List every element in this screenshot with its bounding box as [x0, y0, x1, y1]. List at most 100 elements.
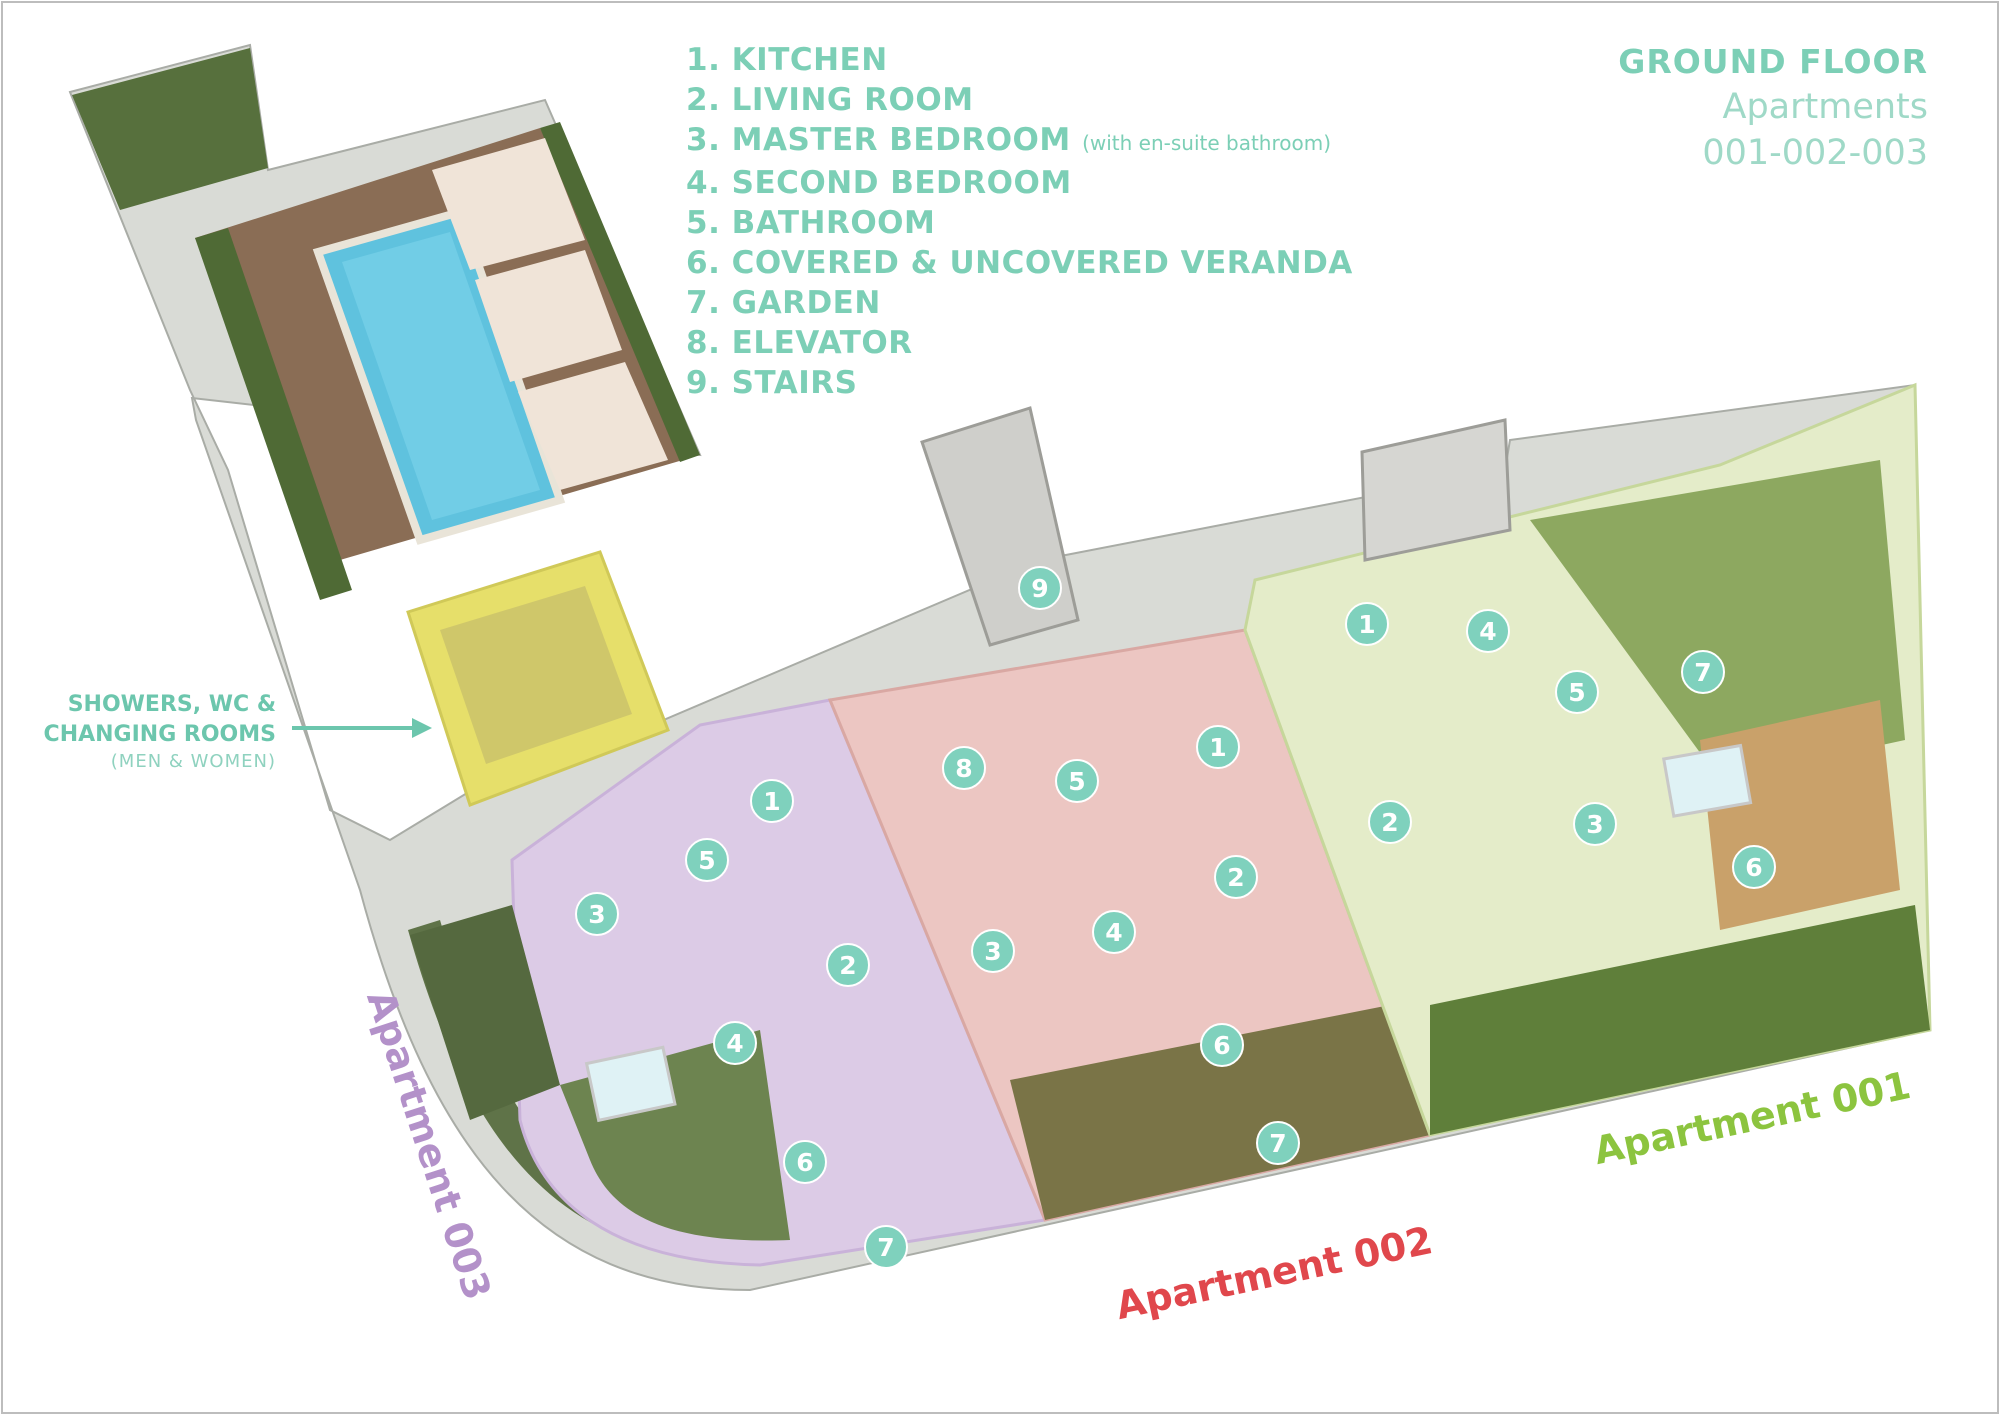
- legend-item-veranda: 6. COVERED & UNCOVERED VERANDA: [686, 243, 1406, 283]
- umbrella-3: [518, 362, 668, 490]
- room-marker-number: 2: [1227, 863, 1244, 892]
- amenity-note: (MEN & WOMEN): [110, 751, 276, 772]
- legend-text: 2. LIVING ROOM: [686, 82, 974, 118]
- room-marker-circle: [575, 892, 619, 936]
- room-marker: 2: [1214, 855, 1258, 899]
- room-marker: 4: [713, 1021, 757, 1065]
- room-marker-circle: [1732, 845, 1776, 889]
- apartment-001-side-garden: [1530, 460, 1905, 780]
- terrace-hedge-left: [195, 228, 352, 600]
- apartment-003-hot-tub: [584, 1045, 677, 1123]
- room-marker-circle: [1256, 1121, 1300, 1165]
- room-marker-number: 5: [1068, 767, 1085, 796]
- legend-text: 5. BATHROOM: [686, 205, 936, 241]
- room-marker-circle: [826, 943, 870, 987]
- room-marker-number: 1: [1358, 610, 1375, 639]
- room-marker-number: 6: [1745, 853, 1762, 882]
- legend-item-elevator: 8. ELEVATOR: [686, 323, 1406, 363]
- room-marker-circle: [1018, 566, 1062, 610]
- room-marker: 1: [1196, 725, 1240, 769]
- legend-item-second-bedroom: 4. SECOND BEDROOM: [686, 163, 1406, 203]
- room-marker-circle: [713, 1021, 757, 1065]
- legend-text: 3. MASTER BEDROOM: [686, 122, 1071, 158]
- amenity-inner: [440, 586, 632, 764]
- room-marker-number: 7: [877, 1233, 894, 1262]
- floor-title-block: GROUND FLOOR Apartments 001-002-003: [1618, 40, 1928, 176]
- room-marker-number: 5: [1568, 678, 1585, 707]
- room-marker: 4: [1092, 910, 1136, 954]
- room-marker: 6: [783, 1140, 827, 1184]
- room-marker-circle: [864, 1225, 908, 1269]
- room-marker-number: 1: [1209, 733, 1226, 762]
- legend-item-stairs: 9. STAIRS: [686, 363, 1406, 403]
- legend-item-kitchen: 1. KITCHEN: [686, 40, 1406, 80]
- apartment-001-garden: [1430, 905, 1930, 1135]
- room-marker-number: 6: [1213, 1031, 1230, 1060]
- room-marker: 6: [1200, 1023, 1244, 1067]
- room-marker-number: 5: [698, 846, 715, 875]
- room-marker-number: 4: [1479, 617, 1496, 646]
- room-marker-circle: [1055, 759, 1099, 803]
- room-marker: 7: [864, 1225, 908, 1269]
- room-marker-number: 3: [588, 900, 605, 929]
- room-marker-circle: [750, 779, 794, 823]
- room-marker-circle: [1466, 609, 1510, 653]
- room-marker-number: 4: [726, 1029, 743, 1058]
- amenity-line-1: SHOWERS, WC &: [67, 692, 276, 717]
- room-marker-circle: [1681, 650, 1725, 694]
- room-marker: 4: [1466, 609, 1510, 653]
- room-marker: 2: [1368, 800, 1412, 844]
- room-marker-number: 7: [1694, 658, 1711, 687]
- room-marker-circle: [1214, 855, 1258, 899]
- apartment-002-garden: [1010, 1005, 1430, 1220]
- legend-text: 1. KITCHEN: [686, 42, 888, 78]
- room-marker: 8: [942, 746, 986, 790]
- room-marker-circle: [1368, 800, 1412, 844]
- legend-item-bathroom: 5. BATHROOM: [686, 203, 1406, 243]
- terrace-hedge-right: [540, 122, 700, 462]
- room-marker-circle: [783, 1140, 827, 1184]
- room-marker-number: 1: [763, 787, 780, 816]
- room-legend: 1. KITCHEN 2. LIVING ROOM 3. MASTER BEDR…: [686, 40, 1406, 403]
- room-marker: 3: [575, 892, 619, 936]
- room-marker: 7: [1256, 1121, 1300, 1165]
- room-marker-circle: [971, 929, 1015, 973]
- legend-item-master-bedroom: 3. MASTER BEDROOM (with en-suite bathroo…: [686, 120, 1406, 163]
- room-marker-number: 8: [955, 754, 972, 783]
- apartment-003-hedge: [410, 905, 560, 1120]
- room-marker-circle: [1573, 802, 1617, 846]
- room-marker: 9: [1018, 566, 1062, 610]
- room-marker: 3: [971, 929, 1015, 973]
- room-marker-number: 9: [1031, 574, 1048, 603]
- room-marker-number: 2: [1381, 808, 1398, 837]
- room-marker-number: 6: [796, 1148, 813, 1177]
- elevator-core: [1360, 418, 1512, 562]
- apartment-001-deck: [1700, 700, 1900, 930]
- legend-text: 8. ELEVATOR: [686, 325, 913, 361]
- room-marker-number: 7: [1269, 1129, 1286, 1158]
- legend-item-living-room: 2. LIVING ROOM: [686, 80, 1406, 120]
- legend-note: (with en-suite bathroom): [1082, 131, 1332, 155]
- amenity-arrow-head: [412, 718, 432, 738]
- room-marker-number: 2: [839, 951, 856, 980]
- room-marker-number: 3: [1586, 810, 1603, 839]
- room-marker-number: 4: [1105, 918, 1122, 947]
- room-marker-circle: [1196, 725, 1240, 769]
- umbrella-1: [432, 138, 585, 270]
- legend-text: 9. STAIRS: [686, 365, 858, 401]
- legend-text: 4. SECOND BEDROOM: [686, 165, 1072, 201]
- room-marker: 1: [750, 779, 794, 823]
- apartment-001-hot-tub: [1661, 743, 1753, 818]
- umbrella-2: [475, 250, 622, 382]
- room-marker: 2: [826, 943, 870, 987]
- floor-title: GROUND FLOOR: [1618, 42, 1928, 81]
- amenity-line-2: CHANGING ROOMS: [43, 722, 276, 747]
- room-marker-circle: [1555, 670, 1599, 714]
- room-marker-circle: [942, 746, 986, 790]
- room-marker: 5: [1055, 759, 1099, 803]
- legend-item-garden: 7. GARDEN: [686, 283, 1406, 323]
- room-marker: 3: [1573, 802, 1617, 846]
